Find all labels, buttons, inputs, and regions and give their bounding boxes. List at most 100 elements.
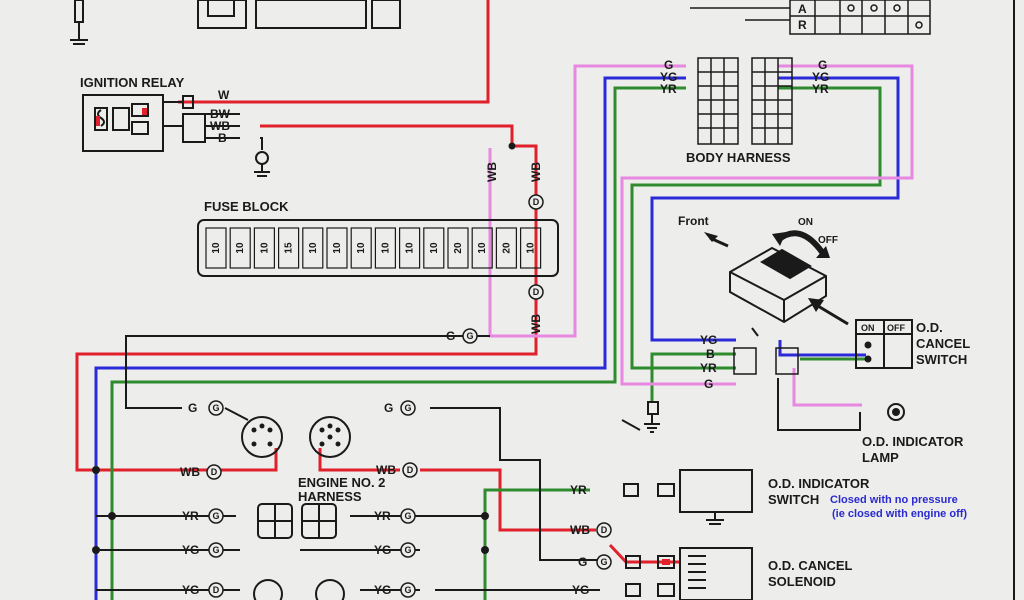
connector-d-1: D [533, 197, 540, 207]
on-arrow-head-icon [772, 232, 786, 246]
mid-g: G [704, 377, 713, 391]
fuse-slot [519, 227, 542, 269]
bh-left-g: G [664, 58, 673, 72]
wire-label-wb-fuse-lower: WB [529, 314, 543, 334]
sol-wb: WB [570, 523, 590, 537]
bh-left-yr: YR [660, 82, 677, 96]
note-line1: Closed with no pressure [830, 494, 958, 506]
table-label-a: A [798, 2, 807, 16]
front-label: Front [678, 214, 709, 228]
fuse-rating: 20 [501, 242, 512, 254]
junction-dots [92, 142, 516, 554]
wire-label-wb-fuse-left: WB [485, 162, 499, 182]
wire-label-g-ground: G [446, 329, 455, 343]
fuse-slot [399, 227, 421, 269]
fuse-rating: 10 [235, 242, 246, 254]
od-indicator-lamp-line1: O.D. INDICATOR [862, 434, 964, 449]
od-cancel-switch [855, 319, 913, 369]
fuse-slot [253, 227, 275, 269]
eng-yr-right: YR [374, 509, 391, 523]
ignition-relay [82, 94, 270, 177]
fuse-slot [302, 227, 324, 269]
fuse-connector-markers [462, 194, 544, 344]
od-indicator-lamp-icon [887, 403, 905, 421]
fuse-rating: 10 [308, 242, 319, 254]
on-label: ON [798, 217, 813, 228]
engine-harness-line2: HARNESS [298, 489, 362, 504]
fuse-slot [350, 227, 372, 269]
fuse-rating: 10 [211, 242, 222, 254]
marker-g-a: G [212, 403, 219, 413]
eng-g-right: G [384, 401, 393, 415]
fuse-rating: 10 [259, 242, 270, 254]
marker-g-e: G [212, 545, 219, 555]
fuse-slot [278, 227, 300, 269]
marker-g-b: G [404, 403, 411, 413]
off-label: OFF [818, 235, 838, 246]
od-indicator-switch-line2: SWITCH [768, 492, 819, 507]
engine-harness-line1: ENGINE NO. 2 [298, 475, 385, 490]
blue-wires [94, 76, 900, 600]
marker-d-a: D [211, 467, 218, 477]
marker-g-c: G [212, 511, 219, 521]
fuse-rating: 10 [429, 242, 440, 254]
eng-g-left: G [188, 401, 197, 415]
od-switch-on-header: ON [861, 323, 875, 333]
marker-d-c: D [213, 585, 220, 595]
top-right-table [690, 0, 931, 35]
front-arrow-icon [704, 232, 729, 248]
top-left-remnant [70, 0, 401, 45]
pointer-arrow-icon [808, 298, 849, 326]
connector-d-2: D [533, 287, 540, 297]
wire-label-wb-relay: WB [210, 119, 230, 133]
wire-label-w: W [218, 88, 230, 102]
od-switch-off-header: OFF [887, 323, 905, 333]
bh-right-g: G [818, 58, 827, 72]
body-harness-label: BODY HARNESS [686, 150, 791, 165]
fuse-rating: 10 [356, 242, 367, 254]
od-cancel-solenoid-line2: SOLENOID [768, 574, 836, 589]
mid-connectors [733, 347, 799, 375]
ind-sw-yr: YR [570, 483, 587, 497]
mid-b: B [706, 347, 715, 361]
od-switch-illustration [729, 246, 827, 337]
fuse-rating: 10 [332, 242, 343, 254]
eng-wb-left: WB [180, 465, 200, 479]
relay-red-marks [96, 108, 147, 126]
fuse-slot [423, 227, 445, 269]
od-cancel-switch-line2: CANCEL [916, 336, 970, 351]
sol-g: G [578, 555, 587, 569]
fuse-slot [326, 227, 348, 269]
marker-d-d: D [601, 525, 608, 535]
fuse-rating: 10 [526, 242, 537, 254]
od-cancel-solenoid [625, 547, 753, 600]
od-cancel-solenoid-line1: O.D. CANCEL [768, 558, 853, 573]
eng-yg-right: YG [374, 543, 391, 557]
fuse-rating: 15 [284, 242, 295, 254]
fuse-block-label: FUSE BLOCK [204, 199, 289, 214]
wire-label-b: B [218, 131, 227, 145]
od-cancel-switch-line3: SWITCH [916, 352, 967, 367]
body-harness-connectors [697, 57, 793, 145]
od-switch-contacts [864, 341, 872, 363]
od-indicator-switch [623, 469, 753, 525]
eng-yr-left: YR [182, 509, 199, 523]
marker-g-h: G [600, 557, 607, 567]
ground-symbol-middle [644, 401, 660, 433]
note-line2: (ie closed with engine off) [832, 508, 967, 520]
solenoid-red-marks [662, 559, 670, 565]
fuse-rating: 20 [453, 242, 464, 254]
fuse-block [197, 219, 559, 277]
marker-g-d: G [404, 511, 411, 521]
fuse-slot [447, 227, 469, 269]
eng-yg-left: YG [182, 543, 199, 557]
sol-yg: YG [572, 583, 589, 597]
marker-g-f: G [404, 545, 411, 555]
od-cancel-switch-line1: O.D. [916, 320, 943, 335]
table-label-r: R [798, 18, 807, 32]
eng-wb-right: WB [376, 463, 396, 477]
od-indicator-lamp-line2: LAMP [862, 450, 899, 465]
